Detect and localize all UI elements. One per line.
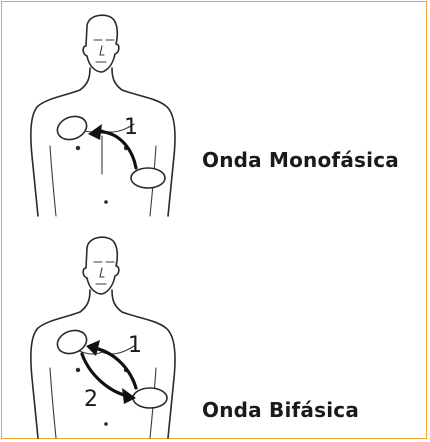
apex-paddle (133, 388, 167, 408)
biphasic-caption: Onda Bifásica (202, 398, 359, 422)
phase-label-2: 2 (84, 387, 98, 412)
sternum-paddle (54, 113, 90, 144)
biphasic-panel: 1 2 Onda Bifásica (2, 224, 428, 440)
apex-paddle (131, 168, 165, 188)
phase-label-1: 1 (124, 115, 138, 140)
torso-figure-monophasic: 1 (10, 6, 195, 218)
monophasic-caption: Onda Monofásica (202, 148, 399, 172)
phase-label-1: 1 (128, 333, 142, 358)
monophasic-panel: 1 Onda Monofásica (2, 2, 428, 222)
torso-figure-biphasic: 1 2 (10, 228, 195, 440)
